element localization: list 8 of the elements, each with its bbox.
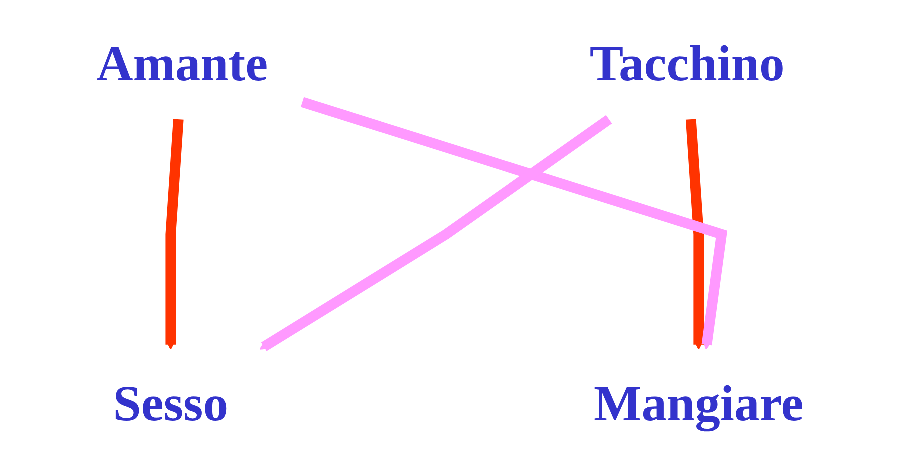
arrow: [686, 119, 704, 350]
node-text: Amante: [96, 36, 268, 92]
arrow: [166, 119, 184, 350]
node-text: Tacchino: [590, 36, 785, 92]
node-text: Mangiare: [594, 376, 804, 432]
node-text: Sesso: [113, 376, 228, 432]
arrow: [300, 97, 728, 350]
arrow: [260, 115, 612, 352]
